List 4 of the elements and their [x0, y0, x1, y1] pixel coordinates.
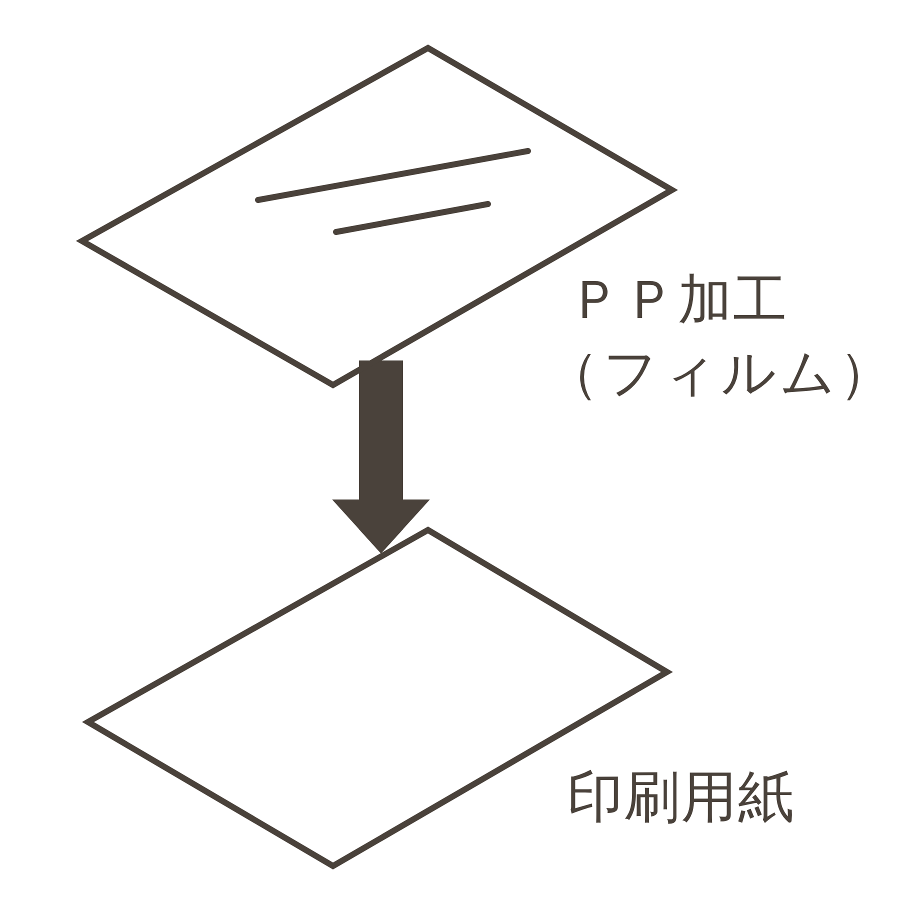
sheet-label: ＰＰ加工: [568, 268, 788, 333]
arrow: [332, 360, 430, 554]
sheet-label: （フィルム）: [545, 341, 897, 406]
sheet-label: 印刷用紙: [567, 764, 795, 832]
